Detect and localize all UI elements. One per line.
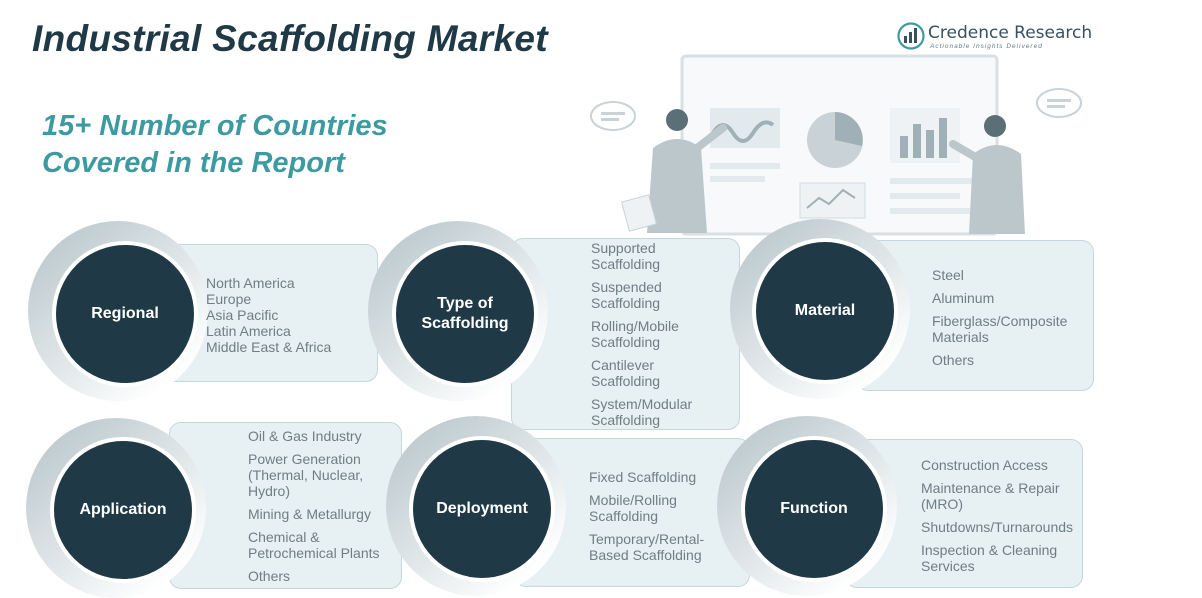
segment-items-material: Steel Aluminum Fiberglass/Composite Mate… — [932, 267, 1092, 368]
brand-name: Credence Research — [928, 23, 1093, 43]
segment-circle-material: Material — [752, 238, 898, 384]
pie-chart-icon — [807, 112, 863, 168]
segment-item: Cantilever Scaffolding — [591, 357, 661, 389]
subtitle-line-1: 15+ Number of Countries — [42, 110, 388, 142]
segment-panel-application — [169, 422, 402, 589]
segment-item: Middle East & Africa — [206, 339, 332, 355]
segment-items-function: Construction Access Maintenance & Repair… — [921, 457, 1081, 574]
segment-item: Aluminum — [932, 290, 995, 306]
segment-circle-regional: Regional — [52, 241, 198, 387]
segment-item: Temporary/Rental- Based Scaffolding — [589, 531, 705, 563]
segment-circle-application: Application — [50, 437, 196, 583]
segment-item: Suspended Scaffolding — [591, 279, 662, 311]
text-lines — [710, 163, 975, 214]
bar-chart-icon — [890, 108, 960, 163]
brand-logo: Credence Research Actionable Insights De… — [897, 22, 1097, 54]
segment-item: Maintenance & Repair (MRO) — [921, 480, 1060, 512]
segment-item: Rolling/Mobile Scaffolding — [591, 318, 679, 350]
segment-circle-type: Type of Scaffolding — [392, 241, 538, 387]
segment-item: Supported Scaffolding — [591, 240, 661, 272]
segment-item: Construction Access — [921, 457, 1048, 473]
segment-item: Europe — [206, 291, 252, 307]
person-right-icon — [949, 115, 1025, 234]
segment-items-deployment: Fixed Scaffolding Mobile/Rolling Scaffol… — [589, 469, 747, 563]
segment-panel-type — [511, 238, 740, 430]
segment-item: Shutdowns/Turnarounds — [921, 519, 1074, 535]
segment-item: System/Modular Scaffolding — [591, 396, 693, 428]
segment-item: North America — [206, 275, 295, 291]
segment-circle-deployment: Deployment — [409, 436, 555, 582]
segment-item: Mobile/Rolling Scaffolding — [589, 492, 677, 524]
segment-circle-function: Function — [741, 436, 887, 582]
bar-chart-logo-icon — [897, 22, 925, 50]
segment-item: Chemical & Petrochemical Plants — [248, 529, 380, 561]
segment-item: Oil & Gas Industry — [248, 428, 362, 444]
subtitle: 15+ Number of Countries Covered in the R… — [42, 108, 388, 182]
segment-item: Mining & Metallurgy — [248, 506, 371, 522]
segment-item: Fixed Scaffolding — [589, 469, 697, 485]
segment-item: Power Generation (Thermal, Nuclear, Hydr… — [248, 451, 364, 499]
segment-item: Others — [248, 568, 291, 584]
segment-items-application: Oil & Gas Industry Power Generation (The… — [248, 428, 400, 584]
brand-tagline: Actionable Insights Delivered — [930, 43, 1043, 50]
speech-bubble-left-icon — [590, 101, 636, 131]
page-title: Industrial Scaffolding Market — [32, 18, 548, 59]
presentation-illustration — [590, 54, 1082, 236]
segment-item: Inspection & Cleaning Services — [921, 542, 1058, 574]
segment-item: Others — [932, 352, 975, 368]
subtitle-line-2: Covered in the Report — [42, 147, 345, 179]
segment-items-regional: North America Europe Asia Pacific Latin … — [206, 275, 376, 355]
segment-item: Asia Pacific — [206, 307, 279, 323]
segment-item: Steel — [932, 267, 964, 283]
person-left-icon — [620, 109, 727, 233]
segment-item: Fiberglass/Composite Materials — [932, 313, 1068, 345]
segment-items-type: Supported Scaffolding Suspended Scaffold… — [591, 240, 736, 428]
line-chart-icon — [799, 182, 866, 219]
segment-item: Latin America — [206, 323, 291, 339]
speech-bubble-right-icon — [1036, 88, 1082, 118]
